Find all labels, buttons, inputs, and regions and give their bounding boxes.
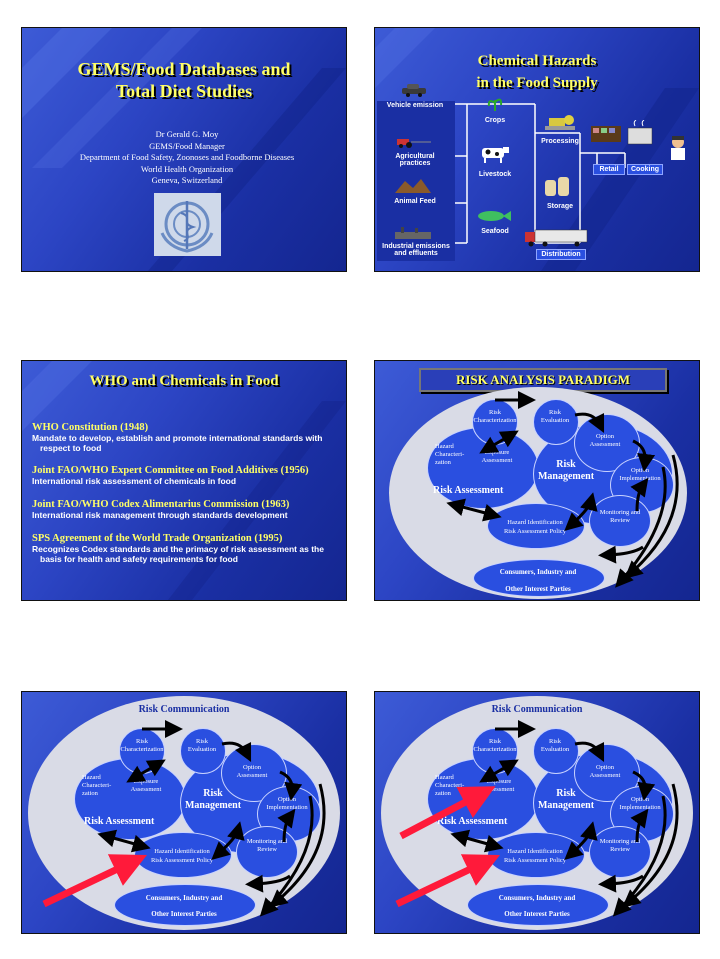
slide-gems-food: GEMS/Food Databases and Total Diet Studi…	[21, 27, 347, 272]
slide-risk-analysis-paradigm: RISK ANALYSIS PARADIGM Risk Characteriza…	[374, 360, 700, 601]
risk-diagram: Risk Characterization Risk Evaluation Op…	[375, 369, 699, 600]
retail-shelf-icon	[591, 126, 621, 142]
diagram-arrows	[446, 391, 679, 588]
text-consumers: Consumers, Industry and Other Interest P…	[145, 894, 223, 918]
text-monitoring-review: Monitoring and Review	[246, 838, 288, 853]
label-storage: Storage	[546, 203, 574, 210]
tractor-icon	[397, 139, 431, 148]
who-item-codex: Joint FAO/WHO Codex Alimentarius Commiss…	[32, 499, 290, 520]
text-hazard-identification: Hazard Identification	[154, 848, 210, 855]
label-agricultural-practices: Agricultural practices	[395, 153, 435, 167]
circle-risk-evaluation	[533, 399, 579, 445]
red-pointer-arrow	[42, 854, 147, 908]
text-risk-characterization: Risk Characterization	[473, 738, 517, 753]
slide3-title: WHO and Chemicals in Food	[89, 373, 279, 389]
circle-consumers	[467, 884, 609, 926]
red-pointer-arrow-lower	[395, 854, 500, 908]
text-hazard-characterization: Hazard Characteri- zation	[82, 774, 112, 797]
feed-pile-icon	[395, 179, 431, 193]
label-livestock: Livestock	[478, 171, 512, 178]
diagram-arrows	[42, 720, 326, 917]
text-consumers: Consumers, Industry and Other Interest P…	[499, 568, 577, 593]
text-risk-assessment: Risk Assessment	[437, 816, 508, 827]
supply-flow-lines	[455, 103, 626, 244]
fish-icon	[478, 211, 511, 221]
red-pointer-arrow-upper	[399, 786, 496, 840]
text-risk-assessment: Risk Assessment	[84, 816, 155, 827]
text-risk-assessment-policy: Risk Assessment Policy	[503, 857, 567, 864]
label-seafood: Seafood	[481, 228, 509, 235]
text-monitoring-review: Monitoring and Review	[599, 838, 641, 853]
stove-icon	[627, 120, 653, 145]
car-icon	[402, 84, 426, 97]
slide2-title: Chemical Hazards in the Food Supply	[476, 53, 598, 91]
circle-consumers	[473, 559, 605, 597]
text-risk-assessment: Risk Assessment	[433, 485, 504, 496]
circle-monitoring-review	[589, 826, 651, 878]
who-item-sps: SPS Agreement of the World Trade Organiz…	[32, 533, 324, 564]
who-emblem-icon	[154, 193, 221, 256]
text-risk-management: Risk Management	[537, 788, 595, 811]
storage-sacks-icon	[545, 177, 569, 196]
text-risk-evaluation: Risk Evaluation	[187, 738, 217, 753]
text-option-assessment: Option Assessment	[236, 764, 268, 779]
slide5-title: Risk Communication	[138, 704, 230, 715]
label-retail: Retail	[593, 164, 625, 175]
label-distribution: Distribution	[536, 249, 586, 260]
slide-risk-communication-2: Risk Communication Risk Characterization…	[374, 691, 700, 934]
text-risk-assessment-policy: Risk Assessment Policy	[503, 528, 567, 535]
label-vehicle-emission: Vehicle emission	[386, 102, 444, 109]
label-industrial-emissions: Industrial emissions and effluents	[382, 243, 450, 257]
who-item-constitution: WHO Constitution (1948) Mandate to devel…	[32, 422, 323, 453]
label-crops: Crops	[484, 117, 506, 124]
label-cooking: Cooking	[627, 164, 663, 175]
text-risk-assessment-policy: Risk Assessment Policy	[150, 857, 214, 864]
cook-person-icon	[671, 136, 685, 160]
truck-icon	[525, 229, 588, 247]
label-processing: Processing	[541, 138, 579, 145]
text-monitoring-review: Monitoring and Review	[599, 509, 641, 524]
circle-monitoring-review	[236, 826, 298, 878]
slide-chemical-hazards: Chemical Hazards in the Food Supply Vehi…	[374, 27, 700, 272]
factory-icon	[395, 227, 431, 239]
slide-risk-communication-1: Risk Communication Risk Characterization…	[21, 691, 347, 934]
text-option-assessment: Option Assessment	[589, 764, 621, 779]
slide6-title: Risk Communication	[491, 704, 583, 715]
processing-machine-icon	[545, 115, 575, 130]
slide-who-chemicals: WHO and Chemicals in Food WHO Constituti…	[21, 360, 347, 601]
text-risk-management: Risk Management	[537, 459, 595, 482]
text-hazard-identification: Hazard Identification	[507, 848, 563, 855]
text-risk-characterization: Risk Characterization	[120, 738, 164, 753]
label-animal-feed: Animal Feed	[394, 198, 436, 205]
slide1-author-block: Dr Gerald G. Moy GEMS/Food Manager Depar…	[79, 129, 295, 185]
cow-icon	[482, 147, 509, 163]
text-risk-characterization: Risk Characterization	[473, 409, 517, 424]
text-option-assessment: Option Assessment	[589, 433, 621, 448]
text-risk-evaluation: Risk Evaluation	[540, 409, 570, 424]
diagram-arrows	[395, 720, 679, 917]
text-hazard-identification: Hazard Identification	[507, 519, 563, 526]
crop-plant-icon	[487, 98, 503, 111]
who-item-jecfa: Joint FAO/WHO Expert Committee on Food A…	[32, 465, 309, 486]
text-consumers: Consumers, Industry and Other Interest P…	[498, 894, 576, 918]
circle-monitoring-review	[589, 495, 651, 547]
text-risk-management: Risk Management	[184, 788, 242, 811]
circle-risk-evaluation	[533, 728, 579, 774]
circle-risk-evaluation	[180, 728, 226, 774]
circle-consumers	[114, 884, 256, 926]
slide1-title: GEMS/Food Databases and Total Diet Studi…	[77, 59, 291, 101]
text-hazard-characterization: Hazard Characteri- zation	[435, 774, 465, 797]
text-hazard-characterization: Hazard Characteri- zation	[435, 443, 465, 466]
text-risk-evaluation: Risk Evaluation	[540, 738, 570, 753]
